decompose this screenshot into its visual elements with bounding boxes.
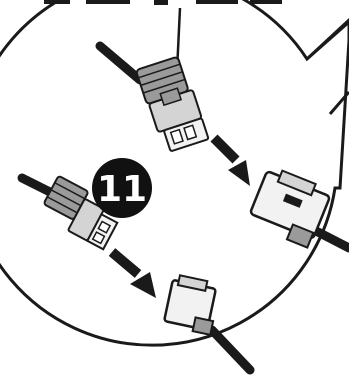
lower-arrow-icon bbox=[112, 252, 156, 298]
upper-cable-right bbox=[318, 232, 349, 248]
callout-tail bbox=[307, 22, 349, 114]
upper-grey-plug-icon bbox=[136, 55, 209, 154]
lower-receptacle-icon bbox=[163, 274, 221, 335]
lower-cable-left bbox=[22, 178, 50, 192]
step-badge: 11 bbox=[92, 158, 152, 218]
upper-cable-left bbox=[100, 46, 140, 80]
lower-cable-right bbox=[212, 330, 250, 370]
step-number: 11 bbox=[97, 169, 147, 210]
upper-arrow-icon bbox=[214, 138, 250, 186]
